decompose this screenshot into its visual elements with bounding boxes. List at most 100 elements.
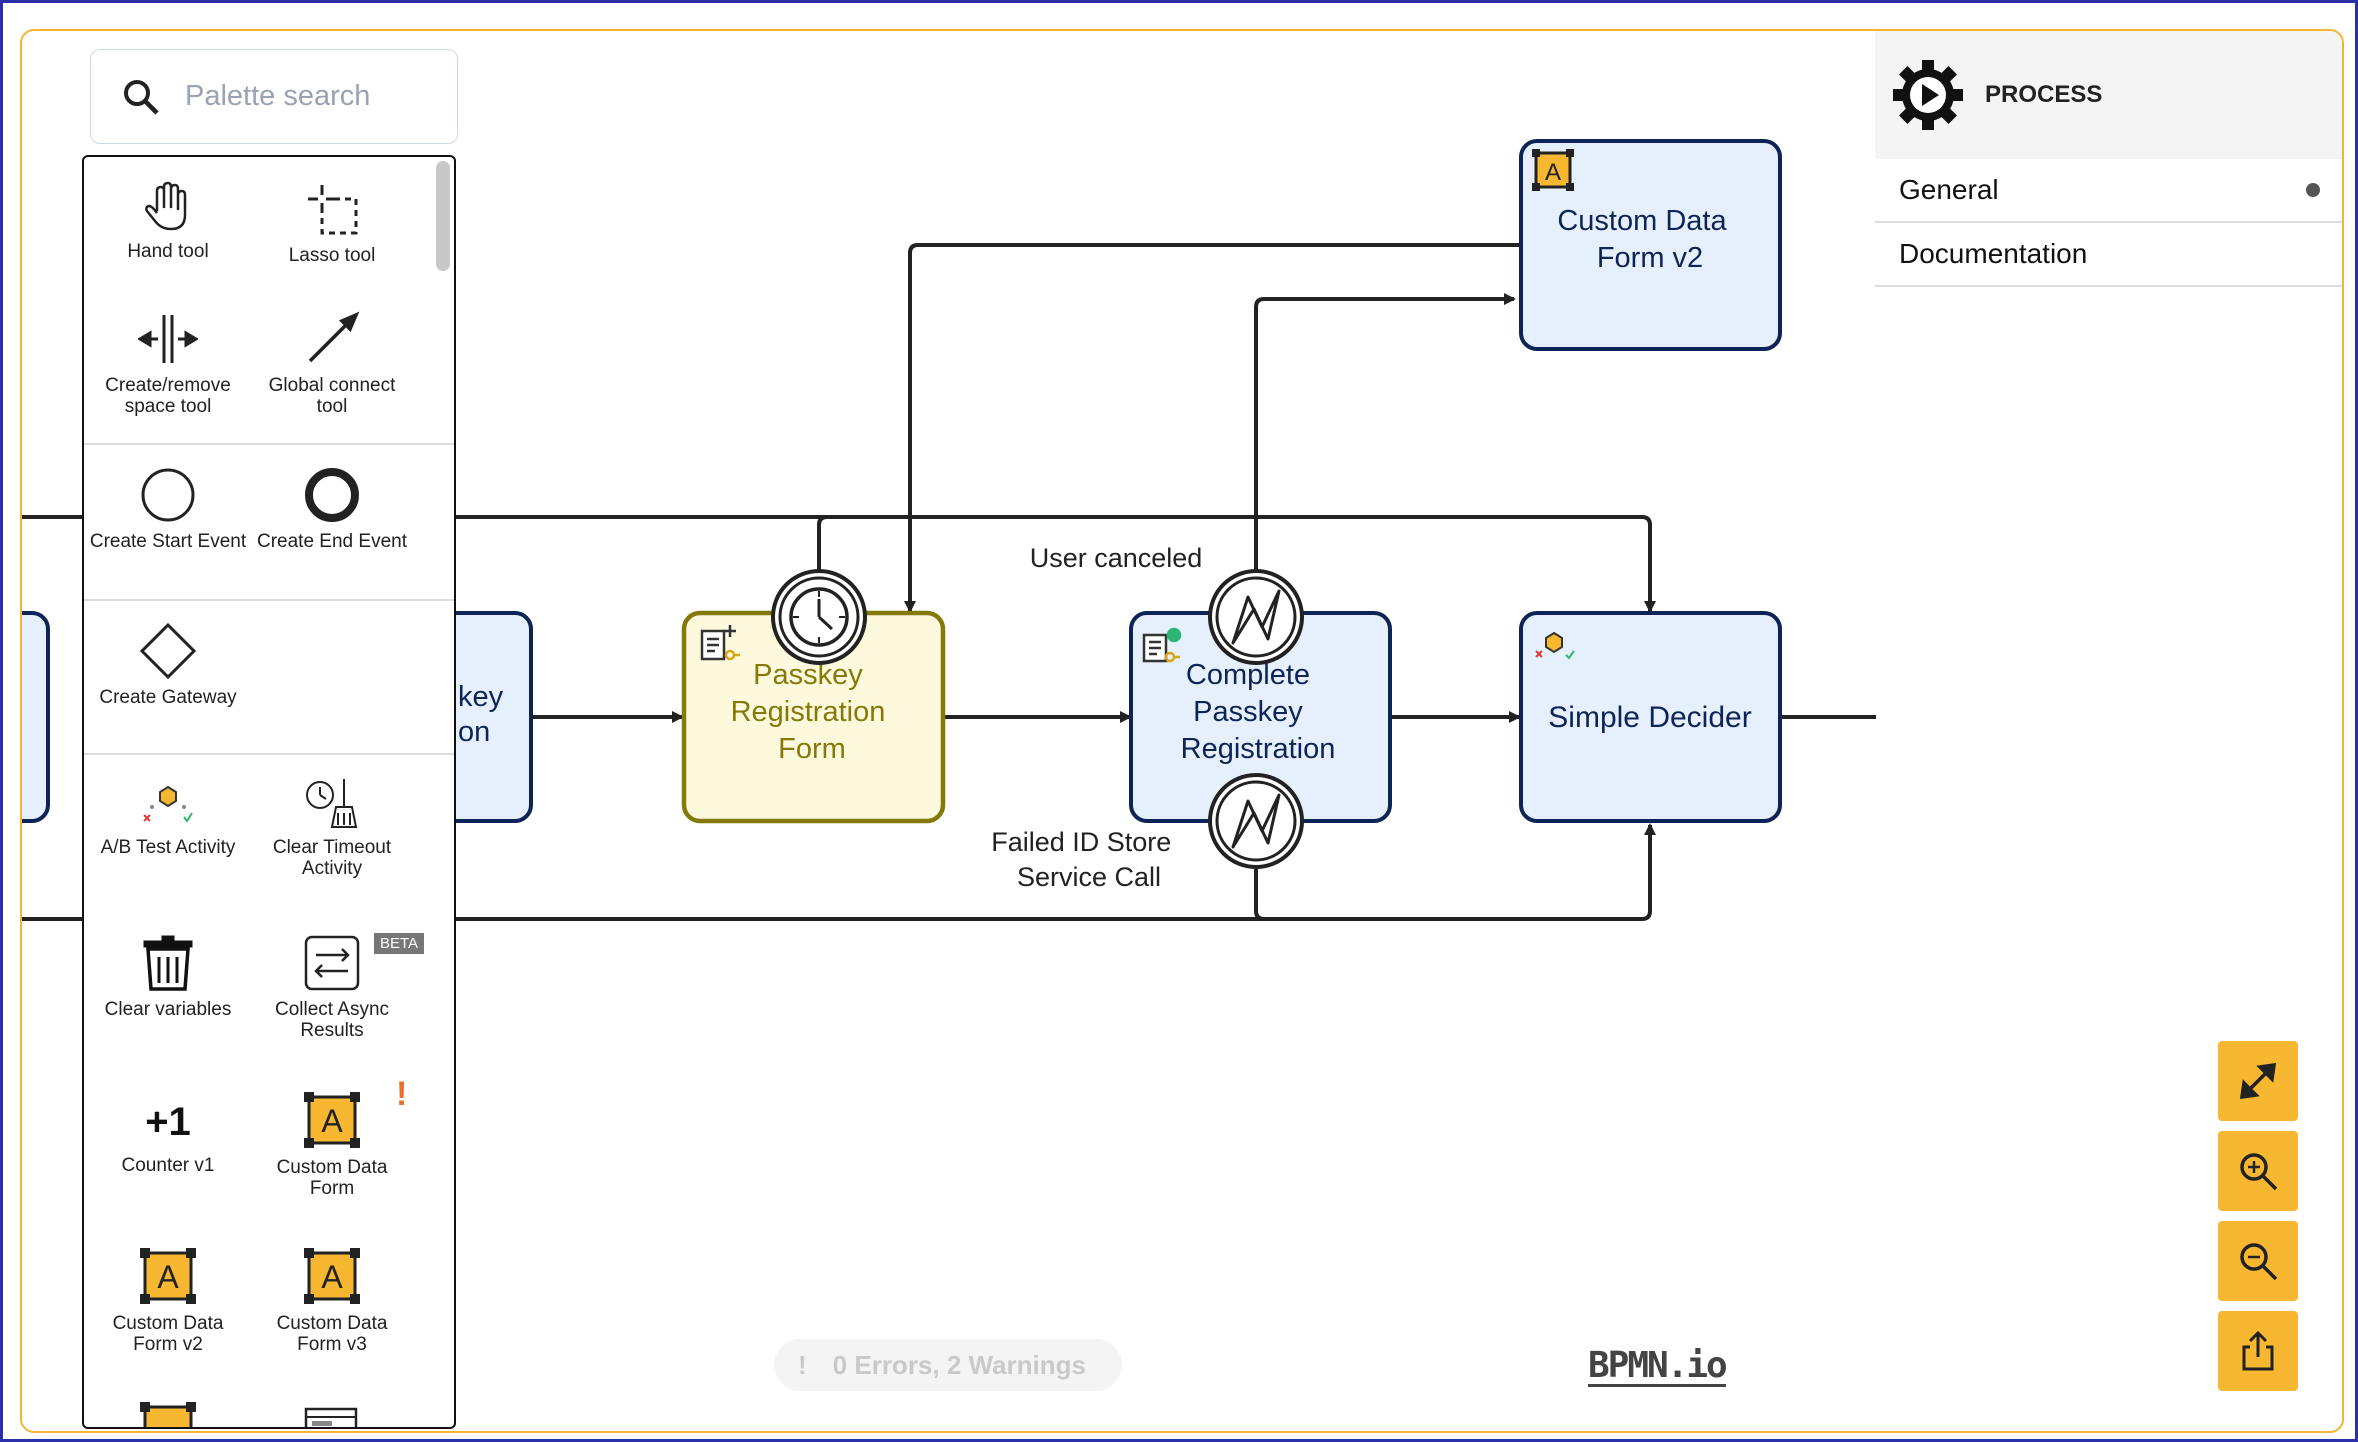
flow-error-bottom[interactable] — [1254, 849, 1265, 921]
flow-error-to-v2[interactable] — [1254, 293, 1516, 591]
custom-form-icon: A — [304, 1248, 360, 1304]
custom-data-form[interactable]: A Custom Data Form — [252, 1091, 412, 1199]
task-partial-label: key on — [458, 681, 511, 748]
lasso-icon — [308, 185, 358, 235]
label-user-canceled: User canceled — [1030, 543, 1203, 573]
palette-divider — [84, 599, 454, 601]
warning-icon: ! — [798, 1349, 807, 1380]
error-icon — [1231, 589, 1281, 645]
hand-tool-label: Hand tool — [127, 241, 209, 262]
export-button[interactable] — [2218, 1311, 2298, 1391]
ab-test-activity[interactable]: A/B Test Activity — [88, 777, 248, 858]
collect-async-icon — [304, 935, 360, 991]
start-event-label: Create Start Event — [89, 531, 247, 552]
clear-variables[interactable]: Clear variables — [88, 935, 248, 1020]
space-tool[interactable]: Create/remove space tool — [88, 311, 248, 417]
group-indicator-dot — [2306, 183, 2320, 197]
warning-mark: ! — [396, 1075, 408, 1113]
hand-tool[interactable]: Hand tool — [88, 181, 248, 262]
counter-v1[interactable]: +1 Counter v1 — [88, 1091, 248, 1176]
bpmn-io-logo[interactable]: BPMN.io — [1588, 1345, 1728, 1387]
connect-tool-label: Global connect tool — [268, 375, 396, 417]
flow-timer-to-decider[interactable] — [817, 515, 828, 591]
svg-text:+1: +1 — [145, 1100, 191, 1144]
ab-test-label: A/B Test Activity — [100, 837, 236, 858]
error-boundary-event-top[interactable] — [1208, 569, 1304, 665]
task-partial-left[interactable] — [22, 611, 50, 823]
global-connect-tool[interactable]: Global connect tool — [252, 311, 412, 417]
service-form-icon — [1142, 627, 1182, 663]
zoom-in-button[interactable] — [2218, 1131, 2298, 1211]
group-documentation[interactable]: Documentation — [1875, 223, 2342, 287]
end-event-label: Create End Event — [257, 531, 407, 552]
properties-header: PROCESS — [1875, 31, 2342, 159]
gateway-icon — [139, 623, 197, 679]
svg-text:A: A — [321, 1259, 343, 1295]
ab-test-icon — [143, 785, 193, 823]
app-window: key on Passkey Registration Form — [3, 3, 2355, 1439]
custom-form-icon: A — [140, 1248, 196, 1304]
custom-form-v3-label: Custom Data Form v3 — [276, 1313, 388, 1355]
lasso-tool-label: Lasso tool — [288, 245, 376, 266]
ab-test-icon — [1535, 631, 1575, 660]
custom-form-icon: A — [304, 1092, 360, 1148]
svg-text:A: A — [157, 1259, 179, 1295]
create-gateway[interactable]: Create Gateway — [88, 623, 248, 708]
trash-icon — [143, 935, 193, 991]
error-icon — [1231, 793, 1281, 849]
custom-form-label: Custom Data Form — [276, 1157, 388, 1199]
space-tool-icon — [138, 315, 198, 363]
clear-timeout-activity[interactable]: Clear Timeout Activity — [252, 777, 412, 879]
lasso-tool[interactable]: Lasso tool — [252, 181, 412, 266]
palette-divider — [84, 753, 454, 755]
zoom-in-icon — [2240, 1153, 2278, 1191]
svg-text:A: A — [1545, 159, 1561, 186]
properties-title: PROCESS — [1985, 81, 2103, 108]
hand-icon — [145, 181, 187, 231]
flow-top-long[interactable] — [22, 515, 1656, 613]
fit-viewport-button[interactable] — [2218, 1041, 2298, 1121]
palette-scrollbar[interactable] — [436, 161, 450, 271]
start-event-icon — [141, 468, 195, 522]
group-general[interactable]: General — [1875, 159, 2342, 223]
task-passkey-form-label: Passkey Registration Form — [731, 659, 894, 765]
create-end-event[interactable]: Create End Event — [252, 467, 412, 552]
task-complete-passkey-registration[interactable]: Complete Passkey Registration — [1129, 611, 1392, 823]
flow-v2-to-passkey[interactable] — [904, 243, 1519, 613]
collect-async-label: Collect Async Results — [274, 999, 390, 1041]
counter-label: Counter v1 — [121, 1155, 215, 1176]
beta-badge: BETA — [374, 933, 425, 954]
modeler-canvas[interactable]: key on Passkey Registration Form — [20, 29, 2344, 1433]
custom-form-icon — [140, 1402, 196, 1427]
browser-form-icon — [304, 1407, 358, 1427]
error-boundary-event-bottom[interactable] — [1208, 773, 1304, 869]
connect-arrow-icon — [308, 311, 360, 363]
clear-timeout-label: Clear Timeout Activity — [272, 837, 392, 879]
group-documentation-label: Documentation — [1899, 238, 2088, 269]
task-complete-label: Complete Passkey Registration — [1181, 659, 1336, 765]
create-start-event[interactable]: Create Start Event — [88, 467, 248, 552]
task-decider-label: Simple Decider — [1548, 701, 1751, 734]
tool-palette[interactable]: Hand tool Lasso tool Create/remove space… — [82, 155, 456, 1429]
collect-async-results[interactable]: Collect Async Results — [252, 935, 412, 1041]
timer-boundary-event[interactable] — [771, 569, 867, 665]
lint-status-pill[interactable]: ! 0 Errors, 2 Warnings — [774, 1339, 1122, 1391]
task-custom-data-form-v2[interactable]: Custom Data Form v2 A — [1519, 139, 1782, 351]
custom-data-form-v3[interactable]: A Custom Data Form v3 — [252, 1247, 412, 1355]
palette-search-input[interactable]: Palette search — [90, 49, 458, 144]
expand-icon — [2239, 1062, 2277, 1100]
search-placeholder: Palette search — [185, 80, 371, 112]
plus-one-icon: +1 — [145, 1100, 191, 1144]
zoom-out-button[interactable] — [2218, 1221, 2298, 1301]
search-icon — [124, 79, 159, 115]
share-icon — [2242, 1330, 2274, 1371]
space-tool-label: Create/remove space tool — [105, 375, 231, 417]
palette-divider — [84, 443, 454, 445]
flow-bottom-long[interactable] — [22, 823, 1656, 921]
task-simple-decider[interactable]: Simple Decider — [1519, 611, 1782, 823]
label-failed-store: Failed ID Store Service Call — [991, 827, 1179, 892]
custom-data-form-v2[interactable]: A Custom Data Form v2 — [88, 1247, 248, 1355]
task-passkey-registration-form[interactable]: Passkey Registration Form — [681, 610, 946, 824]
lint-status-text: 0 Errors, 2 Warnings — [832, 1349, 1087, 1380]
end-event-icon — [305, 468, 359, 522]
